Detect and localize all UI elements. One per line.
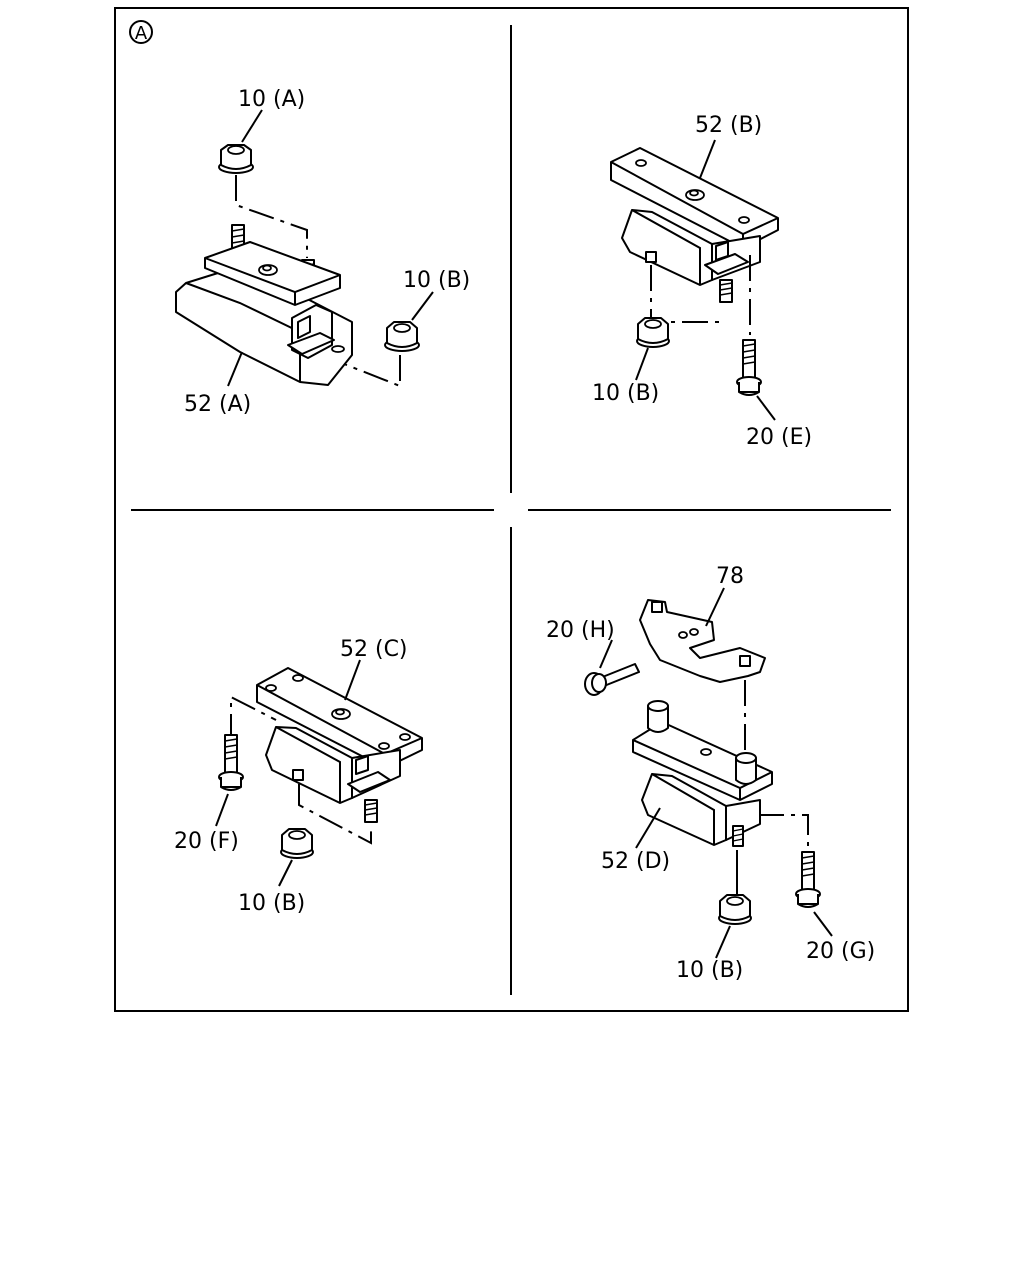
label-10a: 10 (A) xyxy=(238,87,305,112)
bracket-78-icon xyxy=(639,599,766,683)
diagram-frame xyxy=(114,7,909,1012)
quadrant-top-right: 52 (B) 10 (B) 20 (E) xyxy=(592,113,812,450)
engine-mount-52d-icon xyxy=(632,700,773,847)
flange-nut-icon xyxy=(636,317,670,348)
section-marker-circle xyxy=(129,20,153,44)
quadrant-bottom-right: 78 20 (H) 52 (D) 10 (B) 20 (G) xyxy=(546,564,875,983)
label-20f: 20 (F) xyxy=(174,829,239,854)
label-20e: 20 (E) xyxy=(746,425,812,450)
quadrant-bottom-left: 52 (C) 20 (F) 10 (B) xyxy=(174,637,423,916)
label-10b-top-right: 10 (B) xyxy=(592,381,659,406)
flange-nut-icon xyxy=(718,894,752,925)
engine-mount-52c-icon xyxy=(256,667,423,823)
bolt-20f-icon xyxy=(218,734,244,791)
section-marker: A xyxy=(129,20,153,44)
bolt-20h-icon xyxy=(584,663,640,696)
flange-nut-icon xyxy=(280,828,314,859)
bolt-20e-icon xyxy=(736,339,762,396)
label-10b-bottom-left: 10 (B) xyxy=(238,891,305,916)
flange-nut-top-icon xyxy=(218,144,254,174)
label-52a: 52 (A) xyxy=(184,392,251,417)
label-52c: 52 (C) xyxy=(340,637,408,662)
engine-mount-52b-icon xyxy=(610,147,779,303)
flange-nut-side-icon xyxy=(384,321,420,352)
label-78: 78 xyxy=(716,564,744,589)
label-20h: 20 (H) xyxy=(546,618,615,643)
label-10b-top-left: 10 (B) xyxy=(403,268,470,293)
bolt-20g-icon xyxy=(795,851,821,908)
label-20g: 20 (G) xyxy=(806,939,875,964)
label-52d: 52 (D) xyxy=(601,849,670,874)
label-52b: 52 (B) xyxy=(695,113,762,138)
quadrant-top-left: 10 (A) 10 (B) 52 (A) xyxy=(175,87,470,417)
label-10b-bottom-right: 10 (B) xyxy=(676,958,743,983)
section-marker-letter: A xyxy=(135,23,148,44)
engine-mount-52a-icon xyxy=(175,241,353,386)
